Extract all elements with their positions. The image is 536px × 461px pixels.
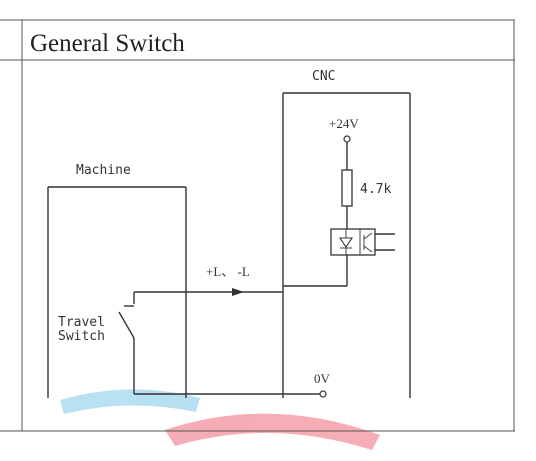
resistor: [341, 169, 353, 207]
page-title: General Switch: [30, 30, 185, 57]
switch-blade: [118, 311, 135, 339]
resistor-label: 4.7k: [360, 182, 391, 197]
phototransistor-collector: [363, 232, 373, 240]
table-frame: [0, 19, 515, 432]
cnc-label: CNC: [312, 69, 335, 84]
switch-label-line1: Travel: [58, 315, 105, 330]
phototransistor-emitter: [363, 245, 373, 253]
signal-label: +L、 -L: [206, 264, 250, 279]
ground-label: 0V: [314, 371, 331, 386]
switch-label-line2: Switch: [58, 329, 105, 344]
watermark: [60, 389, 380, 450]
signal-arrow-icon: [232, 288, 244, 296]
ground-terminal: [319, 390, 327, 398]
supply-label: +24V: [329, 116, 359, 131]
optocoupler-body: [330, 228, 376, 256]
machine-label: Machine: [76, 163, 131, 178]
optocoupler: [330, 228, 395, 256]
watermark-blue-stroke: [60, 389, 200, 414]
supply-terminal: [343, 135, 351, 143]
watermark-red-stroke: [165, 413, 380, 450]
